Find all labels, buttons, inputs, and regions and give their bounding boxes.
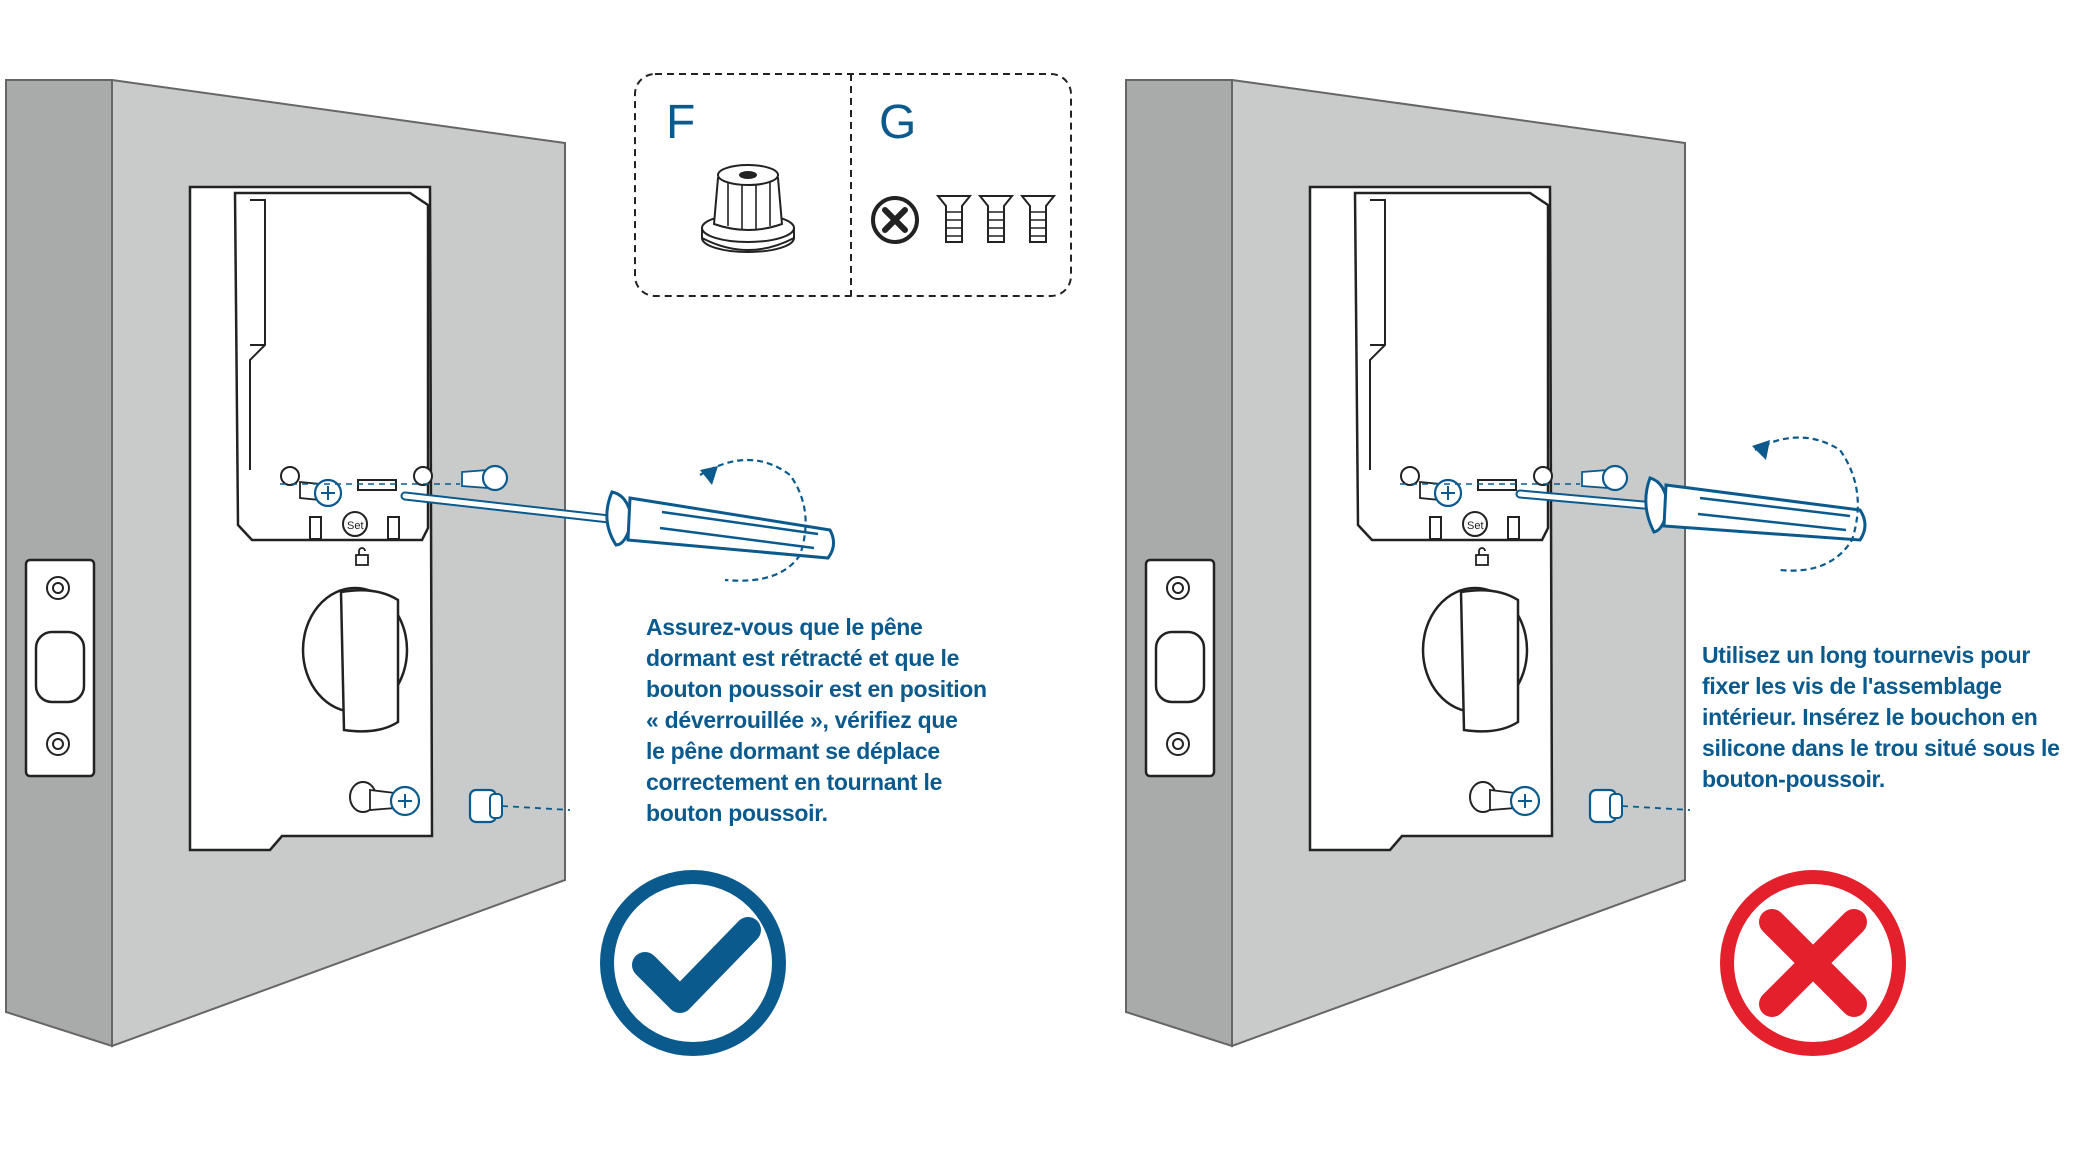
caption-line: correctement en tournant le [646, 769, 943, 795]
caption-line: Assurez-vous que le pêne [646, 614, 923, 640]
right-door-illustration: Set [1124, 78, 1867, 1048]
caption-line: bouton-poussoir. [1702, 766, 1886, 792]
set-label: Set [1467, 520, 1484, 532]
cross-icon [1720, 870, 1906, 1056]
caption-line: intérieur. Insérez le bouchon en [1702, 704, 2038, 730]
part-f-letter: F [666, 96, 695, 149]
part-g-letter: G [879, 96, 916, 149]
check-icon [600, 870, 786, 1056]
screwdriver [1515, 476, 1867, 542]
parts-box: F G [634, 73, 1072, 297]
left-door-illustration: Set [4, 78, 835, 1048]
caption-line: silicone dans le trou situé sous le [1702, 735, 2060, 761]
caption-line: fixer les vis de l'assemblage [1702, 673, 2002, 699]
screws-icon [935, 195, 1057, 243]
caption-line: dormant est rétracté et que le [646, 645, 960, 671]
caption-line: bouton poussoir. [646, 800, 828, 826]
rotation-arrow [699, 459, 807, 582]
rotation-arrow [1752, 436, 1859, 572]
caption-line: « déverrouillée », vérifiez que [646, 707, 958, 733]
caption-line: Utilisez un long tournevis pour [1702, 642, 2031, 668]
screw-head-icon [871, 196, 919, 244]
caption-line: bouton poussoir est en position [646, 676, 987, 702]
set-label: Set [347, 520, 364, 532]
right-instruction-text: Utilisez un long tournevis pour fixer le… [1702, 640, 2060, 795]
caption-line: le pêne dormant se déplace [646, 738, 940, 764]
silicone-plug-icon [701, 164, 795, 253]
screwdriver [400, 490, 835, 560]
left-instruction-text: Assurez-vous que le pêne dormant est rét… [646, 612, 987, 829]
